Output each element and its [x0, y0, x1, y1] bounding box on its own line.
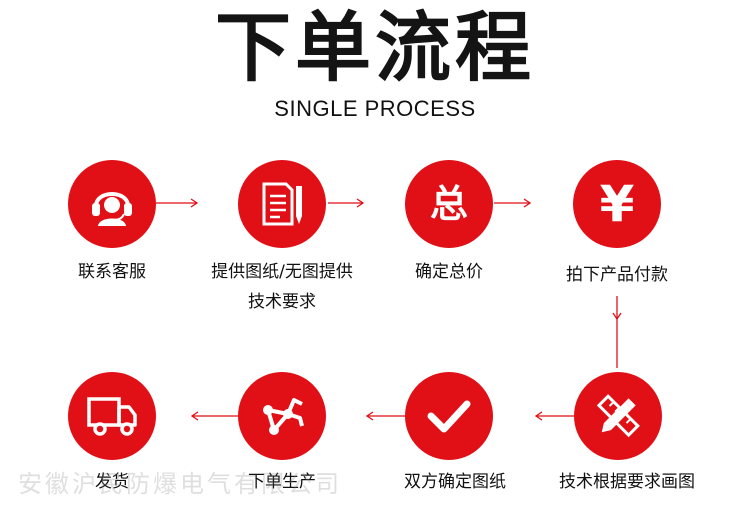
checkmark-icon — [427, 400, 471, 433]
document-pen-icon — [262, 182, 302, 226]
step-2-circle — [238, 160, 326, 248]
step-2-label-line2: 技术要求 — [248, 292, 316, 312]
step-1-circle — [68, 160, 156, 248]
step-2-label-line1: 提供图纸/无图提供 — [211, 262, 353, 282]
yen-icon: ¥ — [599, 175, 635, 233]
step-2-label: 提供图纸/无图提供 技术要求 — [176, 257, 388, 317]
step-8-circle — [68, 372, 156, 460]
step-5-circle — [574, 372, 662, 460]
page-subtitle: SINGLE PROCESS — [274, 96, 476, 121]
step-1-label: 联系客服 — [78, 262, 146, 282]
step-3-circle: 总 — [405, 160, 493, 248]
total-character-icon: 总 — [429, 182, 468, 226]
delivery-truck-icon — [87, 397, 137, 436]
robot-arm-icon — [263, 398, 304, 435]
step-6-label: 双方确定图纸 — [404, 472, 506, 492]
headset-user-icon — [92, 192, 132, 226]
step-7-label: 下单生产 — [248, 472, 316, 492]
step-4-label: 拍下产品付款 — [566, 265, 668, 285]
step-7-circle — [238, 372, 326, 460]
step-4-circle: ¥ — [573, 160, 661, 248]
step-3-label: 确定总价 — [415, 262, 483, 282]
ruler-pencil-icon — [596, 394, 640, 438]
step-6-circle — [405, 372, 493, 460]
step-8-label: 发货 — [95, 472, 129, 492]
page-title: 下单流程 — [215, 3, 535, 92]
step-5-label: 技术根据要求画图 — [559, 472, 695, 492]
